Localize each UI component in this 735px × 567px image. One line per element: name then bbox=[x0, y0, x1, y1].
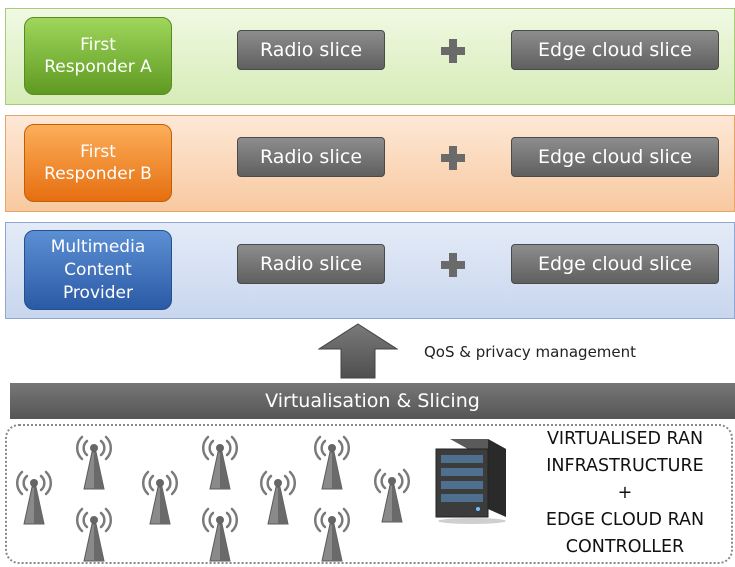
antenna-icon bbox=[62, 507, 126, 563]
ran-label-line: INFRASTRUCTURE bbox=[546, 456, 704, 476]
radio-slice-c: Radio slice bbox=[237, 244, 385, 284]
radio-slice-a: Radio slice bbox=[237, 30, 385, 70]
qos-privacy-label: QoS & privacy management bbox=[424, 343, 637, 361]
up-arrow-icon bbox=[318, 323, 398, 379]
antenna-icon bbox=[62, 435, 126, 491]
ran-label-line: + bbox=[617, 483, 633, 503]
virtualisation-slicing-bar: Virtualisation & Slicing bbox=[10, 383, 735, 419]
tenant-first-responder-a: First Responder A bbox=[24, 17, 172, 95]
edge-cloud-slice-c: Edge cloud slice bbox=[511, 244, 719, 284]
tenant-multimedia-content-provider: Multimedia Content Provider bbox=[24, 230, 172, 310]
tenant-band-first-responder-a: First Responder A Radio slice Edge cloud… bbox=[5, 8, 735, 105]
ran-label-line: CONTROLLER bbox=[565, 537, 685, 557]
plus-icon bbox=[438, 37, 468, 65]
ran-label-line: VIRTUALISED RAN bbox=[546, 429, 704, 449]
server-icon bbox=[435, 439, 506, 524]
tenant-band-first-responder-b: First Responder B Radio slice Edge cloud… bbox=[5, 115, 735, 212]
plus-icon bbox=[438, 251, 468, 279]
antenna-icon bbox=[188, 435, 252, 491]
antenna-icon bbox=[300, 507, 364, 563]
edge-cloud-slice-b: Edge cloud slice bbox=[511, 137, 719, 177]
edge-cloud-slice-a: Edge cloud slice bbox=[511, 30, 719, 70]
ran-infrastructure-label: VIRTUALISED RAN INFRASTRUCTURE + EDGE CL… bbox=[520, 426, 730, 561]
ran-infrastructure-box bbox=[5, 424, 733, 564]
plus-icon bbox=[438, 144, 468, 172]
antenna-icon bbox=[360, 468, 424, 524]
antenna-icon bbox=[2, 470, 66, 526]
ran-label-line: EDGE CLOUD RAN bbox=[545, 510, 705, 530]
tenant-band-multimedia-content-provider: Multimedia Content Provider Radio slice … bbox=[5, 222, 735, 319]
antenna-icon bbox=[128, 470, 192, 526]
radio-slice-b: Radio slice bbox=[237, 137, 385, 177]
antenna-icon bbox=[188, 507, 252, 563]
tenant-first-responder-b: First Responder B bbox=[24, 124, 172, 202]
